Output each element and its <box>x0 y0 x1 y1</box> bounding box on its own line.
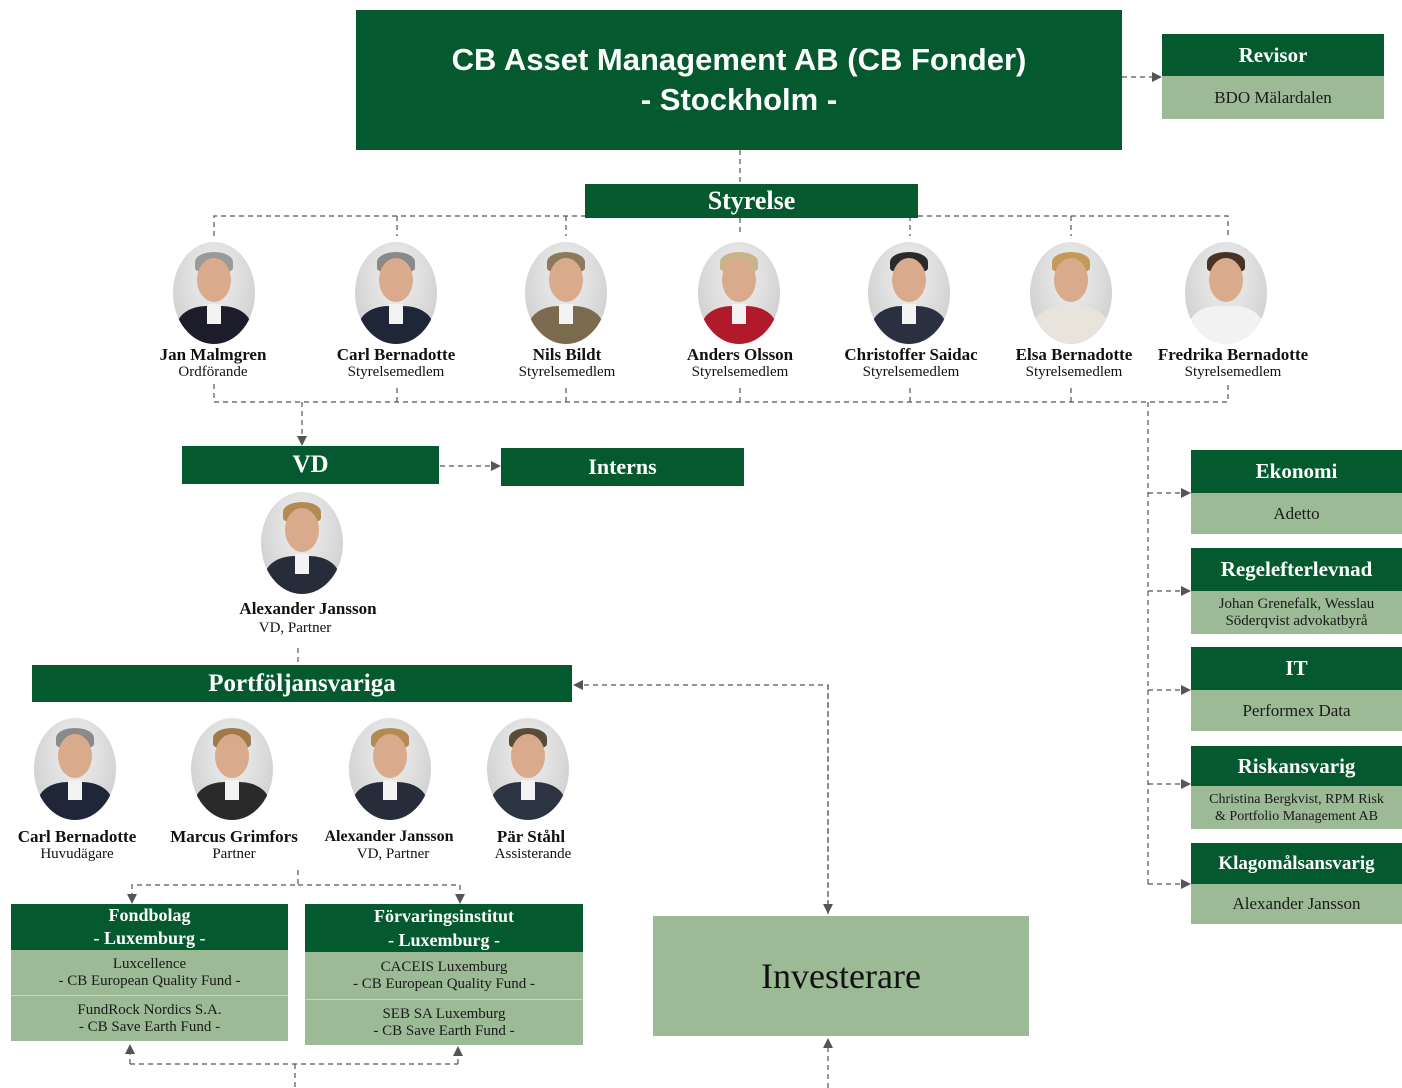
fondbolag-entry-name: Luxcellence <box>112 955 187 972</box>
function-body: Alexander Jansson <box>1191 884 1402 924</box>
forvaring-entry-fund: - CB European Quality Fund - <box>352 975 536 992</box>
portfolio-member-name: Pär Ståhl <box>496 827 566 846</box>
function-provider: Christina Bergkvist, RPM Risk <box>1209 791 1384 807</box>
function-provider: Performex Data <box>1242 700 1351 720</box>
board-member-name: Jan Malmgren <box>159 345 267 364</box>
board-member-name: Elsa Bernadotte <box>1015 345 1133 364</box>
fondbolag-entry: Luxcellence - CB European Quality Fund - <box>11 950 288 996</box>
board-header: Styrelse <box>585 184 918 218</box>
forvaring-entry: SEB SA Luxemburg - CB Save Earth Fund - <box>305 1000 583 1045</box>
board-member-photo <box>868 242 950 344</box>
function-title: IT <box>1285 656 1308 680</box>
function-body: Christina Bergkvist, RPM Risk & Portfoli… <box>1191 786 1402 829</box>
board-member-name: Fredrika Bernadotte <box>1157 345 1309 364</box>
portfolio-title: Portföljansvariga <box>208 669 396 697</box>
forvaring-entry-name: CACEIS Luxemburg <box>380 958 508 975</box>
portfolio-member-photo <box>349 718 431 820</box>
forvaring-subtitle: - Luxemburg - <box>388 930 500 950</box>
function-header: Ekonomi <box>1191 450 1402 493</box>
board-member-role: Styrelsemedlem <box>347 364 445 380</box>
function-header: Klagomålsansvarig <box>1191 843 1402 884</box>
function-provider: Johan Grenefalk, Wesslau <box>1218 595 1375 612</box>
revisor-body: BDO Mälardalen <box>1162 76 1384 119</box>
board-member-name: Anders Olsson <box>686 345 794 364</box>
board-member-photo <box>355 242 437 344</box>
fondbolag-subtitle: - Luxemburg - <box>93 928 206 948</box>
fondbolag-entry-fund: - CB European Quality Fund - <box>58 972 241 989</box>
function-body: Performex Data <box>1191 690 1402 731</box>
forvaring-entry-fund: - CB Save Earth Fund - <box>373 1022 515 1039</box>
revisor-header: Revisor <box>1162 34 1384 76</box>
investerare-title: Investerare <box>761 956 921 996</box>
forvaring-entry-name: SEB SA Luxemburg <box>382 1005 506 1022</box>
portfolio-member-role: Huvudägare <box>40 846 114 862</box>
function-header: Riskansvarig <box>1191 746 1402 786</box>
board-member-photo <box>525 242 607 344</box>
fondbolag-title: Fondbolag <box>108 905 191 925</box>
vd-title: VD <box>292 451 329 478</box>
board-member-role: Ordförande <box>178 364 248 380</box>
board-member-role: Styrelsemedlem <box>691 364 789 380</box>
portfolio-member-name: Alexander Jansson <box>324 828 454 845</box>
board-member-photo <box>173 242 255 344</box>
fondbolag-entry-name: FundRock Nordics S.A. <box>77 1001 222 1018</box>
investerare-box: Investerare <box>653 916 1029 1036</box>
portfolio-header: Portföljansvariga <box>32 665 572 702</box>
fondbolag-header: Fondbolag - Luxemburg - <box>11 904 288 950</box>
company-location: - Stockholm - <box>640 82 838 117</box>
board-member-photo <box>1185 242 1267 344</box>
function-provider: Adetto <box>1273 503 1320 523</box>
interns-box: Interns <box>501 448 744 486</box>
board-member-name: Nils Bildt <box>532 345 602 364</box>
board-member-name: Christoffer Saidac <box>844 345 978 364</box>
revisor-name: BDO Mälardalen <box>1214 87 1332 107</box>
board-member-name: Carl Bernadotte <box>336 345 456 364</box>
board-member-role: Styrelsemedlem <box>1184 364 1282 380</box>
company-box: CB Asset Management AB (CB Fonder) - Sto… <box>356 10 1122 150</box>
function-title: Riskansvarig <box>1237 753 1356 778</box>
vd-photo <box>261 492 343 594</box>
function-body: Adetto <box>1191 493 1402 534</box>
vd-role: VD, Partner <box>258 620 332 636</box>
board-member-role: Styrelsemedlem <box>518 364 616 380</box>
vd-header: VD <box>182 446 439 484</box>
portfolio-member-role: VD, Partner <box>356 846 430 862</box>
board-member-role: Styrelsemedlem <box>1025 364 1123 380</box>
function-header: IT <box>1191 647 1402 690</box>
function-title: Ekonomi <box>1255 459 1338 483</box>
forvaring-header: Förvaringsinstitut - Luxemburg - <box>305 904 583 952</box>
function-provider-detail: Söderqvist advokatbyrå <box>1225 612 1368 629</box>
portfolio-member-photo <box>34 718 116 820</box>
company-name: CB Asset Management AB (CB Fonder) <box>451 42 1027 77</box>
forvaring-title: Förvaringsinstitut <box>373 906 514 926</box>
forvaring-entry: CACEIS Luxemburg - CB European Quality F… <box>305 952 583 1000</box>
function-title: Regelefterlevnad <box>1220 557 1373 581</box>
board-member-photo <box>698 242 780 344</box>
portfolio-member-name: Carl Bernadotte <box>17 827 137 846</box>
interns-title: Interns <box>588 454 657 479</box>
portfolio-member-role: Assisterande <box>494 846 572 862</box>
function-title: Klagomålsansvarig <box>1218 852 1375 874</box>
portfolio-member-photo <box>191 718 273 820</box>
revisor-title: Revisor <box>1238 42 1308 67</box>
function-header: Regelefterlevnad <box>1191 548 1402 591</box>
vd-name: Alexander Jansson <box>239 599 377 618</box>
fondbolag-entry-fund: - CB Save Earth Fund - <box>78 1018 221 1035</box>
portfolio-member-role: Partner <box>212 846 256 862</box>
fondbolag-entry: FundRock Nordics S.A. - CB Save Earth Fu… <box>11 996 288 1041</box>
portfolio-member-name: Marcus Grimfors <box>170 827 298 846</box>
function-provider-detail: & Portfolio Management AB <box>1215 808 1378 824</box>
portfolio-member-photo <box>487 718 569 820</box>
function-provider: Alexander Jansson <box>1232 894 1361 913</box>
board-member-photo <box>1030 242 1112 344</box>
board-title: Styrelse <box>707 186 796 215</box>
board-member-role: Styrelsemedlem <box>862 364 960 380</box>
function-body: Johan Grenefalk, Wesslau Söderqvist advo… <box>1191 591 1402 634</box>
